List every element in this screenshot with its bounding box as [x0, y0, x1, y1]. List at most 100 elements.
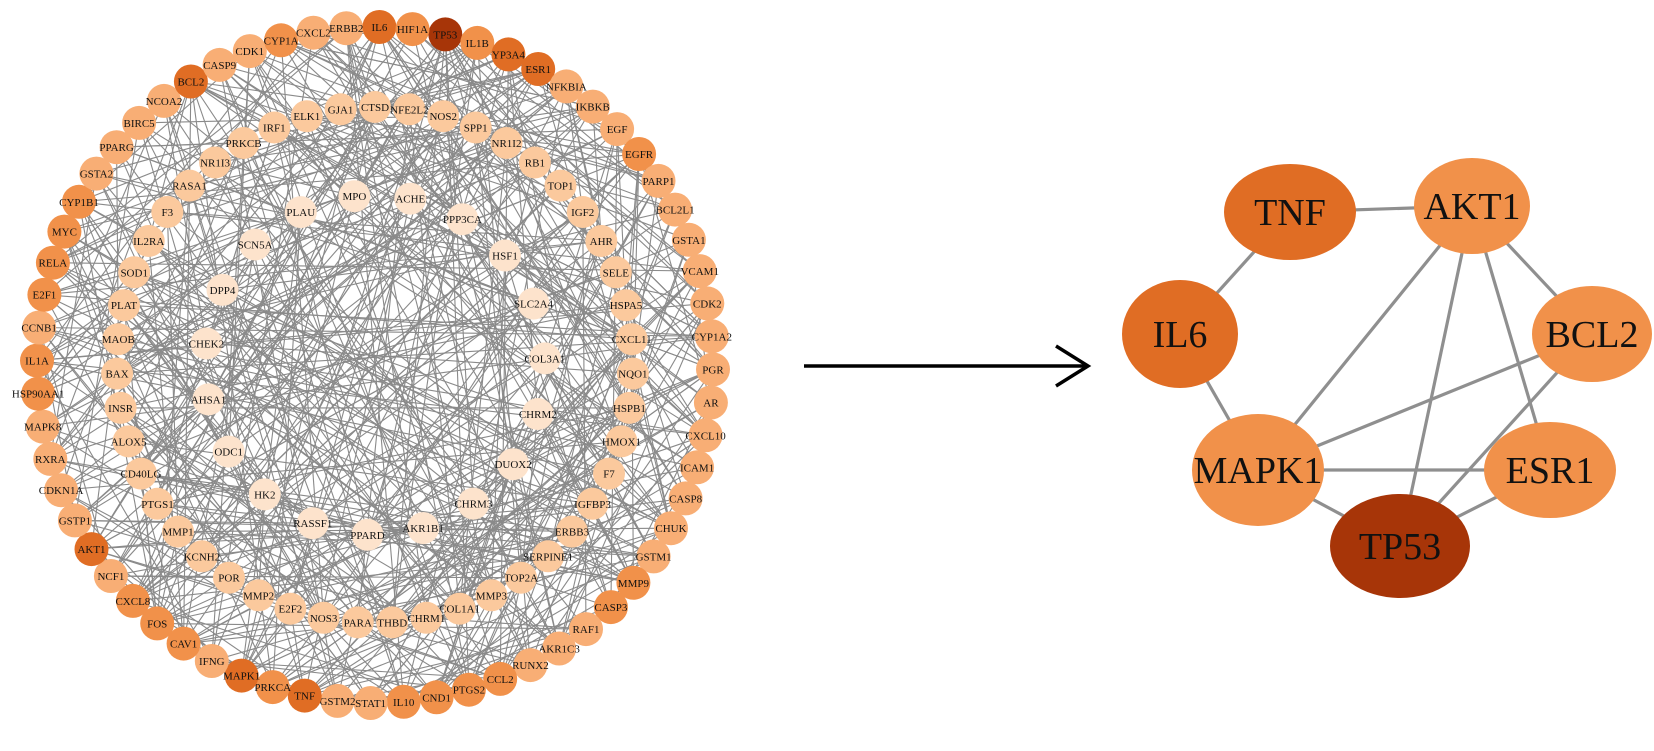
gene-node: IKBKB	[576, 89, 610, 124]
gene-node-circle	[613, 391, 646, 424]
gene-node: AR	[693, 385, 728, 420]
network-edge	[378, 26, 630, 409]
gene-node-circle	[443, 592, 476, 625]
gene-node-circle	[274, 592, 307, 625]
gene-node: KCNH2	[184, 540, 220, 573]
network-edge	[300, 211, 698, 468]
gene-label: CXCL10	[685, 430, 726, 442]
gene-node-circle	[451, 672, 486, 707]
gene-node: HMOX1	[602, 425, 641, 458]
gene-label: CD40LG	[121, 469, 162, 481]
gene-label: GSTA2	[80, 169, 113, 181]
gene-node: E2F1	[27, 277, 62, 312]
gene-node: SELE	[599, 256, 632, 289]
network-edge	[156, 270, 700, 624]
network-edge	[163, 100, 207, 344]
network-edge	[206, 342, 633, 375]
network-edge	[36, 360, 213, 662]
gene-label: AKR1B1	[402, 523, 444, 535]
gene-label: EGF	[607, 124, 628, 136]
gene-node: MAOB	[102, 323, 135, 356]
gene-node-circle	[475, 579, 508, 612]
network-edge	[306, 26, 380, 117]
gene-label: PPARG	[99, 142, 134, 154]
gene-node-circle	[329, 11, 364, 46]
gene-node-circle	[491, 37, 526, 72]
gene-node: NR1I2	[490, 127, 523, 159]
network-edge	[280, 39, 602, 242]
network-edge	[306, 115, 610, 474]
network-edge	[290, 555, 549, 610]
network-edge	[37, 244, 256, 395]
gene-node-circle	[658, 192, 693, 227]
gene-node-circle	[25, 409, 60, 444]
gene-node: BIRC5	[122, 105, 157, 140]
gene-label: PARA	[344, 617, 372, 629]
gene-node: RASSF1	[293, 507, 332, 540]
gene-label: RUNX2	[512, 660, 549, 672]
gene-node-circle	[202, 47, 237, 82]
network-edge	[156, 127, 275, 504]
gene-label: HK2	[254, 489, 275, 501]
network-edge	[391, 407, 630, 623]
gene-node-circle	[457, 487, 490, 520]
gene-label: PTGS2	[453, 685, 485, 697]
arrow-head	[1055, 344, 1092, 388]
gene-node: FOS	[140, 606, 175, 641]
gene-node: ELK1	[290, 100, 323, 133]
hub-node-label: MAPK1	[1194, 450, 1323, 492]
gene-node-circle	[605, 425, 638, 458]
gene-node: E2F2	[274, 592, 307, 625]
network-edge	[177, 531, 654, 557]
gene-label: GSTM1	[636, 551, 672, 563]
hub-node-label: TNF	[1254, 192, 1326, 234]
gene-label: ERBB2	[329, 23, 363, 35]
network-edge	[403, 527, 672, 703]
gene-label: GJA1	[328, 104, 354, 116]
gene-node: PPARD	[350, 518, 385, 551]
gene-label: GSTM2	[319, 696, 355, 708]
network-edge	[547, 272, 617, 557]
network-edge	[228, 527, 424, 579]
network-edge	[132, 106, 594, 602]
gene-node: SOD1	[118, 256, 151, 289]
gene-node: SPP1	[459, 111, 492, 144]
gene-label: CHRM1	[407, 613, 445, 625]
gene-node: MMP2	[242, 579, 275, 612]
network-edge	[306, 115, 676, 211]
gene-node: PLAT	[108, 289, 140, 322]
gene-node-circle	[682, 254, 717, 289]
gene-node: INSR	[104, 391, 137, 424]
gene-label: AKR1C3	[538, 644, 580, 656]
network-edge	[412, 28, 708, 304]
gene-node: HK2	[248, 478, 281, 511]
gene-node: GSTM2	[319, 683, 356, 718]
gene-node-circle	[622, 137, 657, 171]
gene-label: POR	[218, 573, 240, 585]
gene-node: COL3A1	[524, 342, 565, 375]
network-edge	[490, 255, 506, 596]
gene-node-circle	[248, 478, 281, 511]
network-edge	[345, 28, 470, 690]
hub-node-circle	[1330, 494, 1470, 598]
gene-node: NFKBIA	[546, 69, 587, 104]
gene-label: NCOA2	[146, 96, 183, 108]
network-edge	[133, 271, 460, 610]
gene-label: MMP3	[476, 590, 508, 602]
gene-node-circle	[62, 184, 96, 219]
gene-node-circle	[232, 34, 267, 69]
gene-label: YP3A4	[492, 49, 526, 61]
hub-node-circle	[1224, 164, 1356, 260]
gene-node: NOS3	[307, 601, 340, 634]
gene-label: GSTA1	[672, 235, 705, 247]
gene-node: CDK2	[690, 286, 725, 321]
gene-label: CHRM3	[454, 499, 492, 511]
hub-node-label: TP53	[1359, 526, 1441, 568]
network-edge	[211, 32, 314, 662]
gene-node-circle	[556, 515, 588, 548]
network-edge	[166, 211, 573, 533]
gene-node-circle	[173, 64, 208, 99]
network-edge	[120, 407, 393, 623]
gene-node: CDKN1A	[39, 473, 83, 508]
hub-node-label: ESR1	[1506, 450, 1595, 492]
